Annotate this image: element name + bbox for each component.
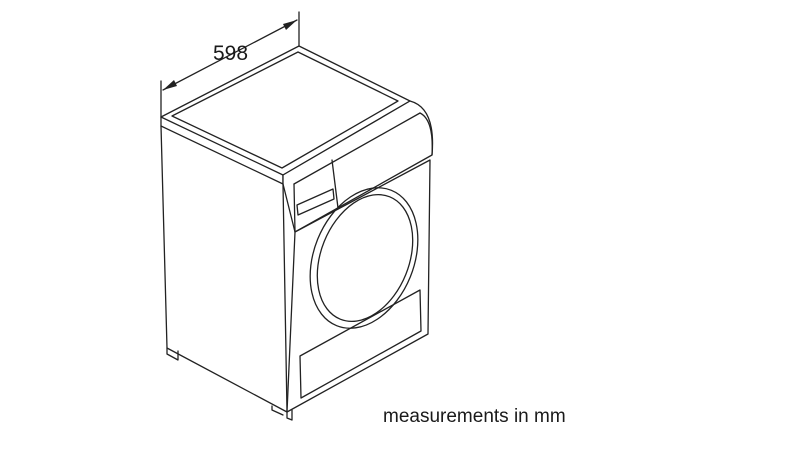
side-panel	[160, 125, 288, 413]
measurement-unit-note: measurements in mm	[383, 406, 566, 427]
front-panel	[271, 159, 431, 421]
display-window	[296, 188, 335, 216]
control-panel	[282, 100, 434, 233]
width-label: 598	[213, 42, 248, 65]
service-hatch	[299, 289, 422, 399]
width-dimension-line	[160, 11, 300, 118]
door	[309, 187, 419, 329]
